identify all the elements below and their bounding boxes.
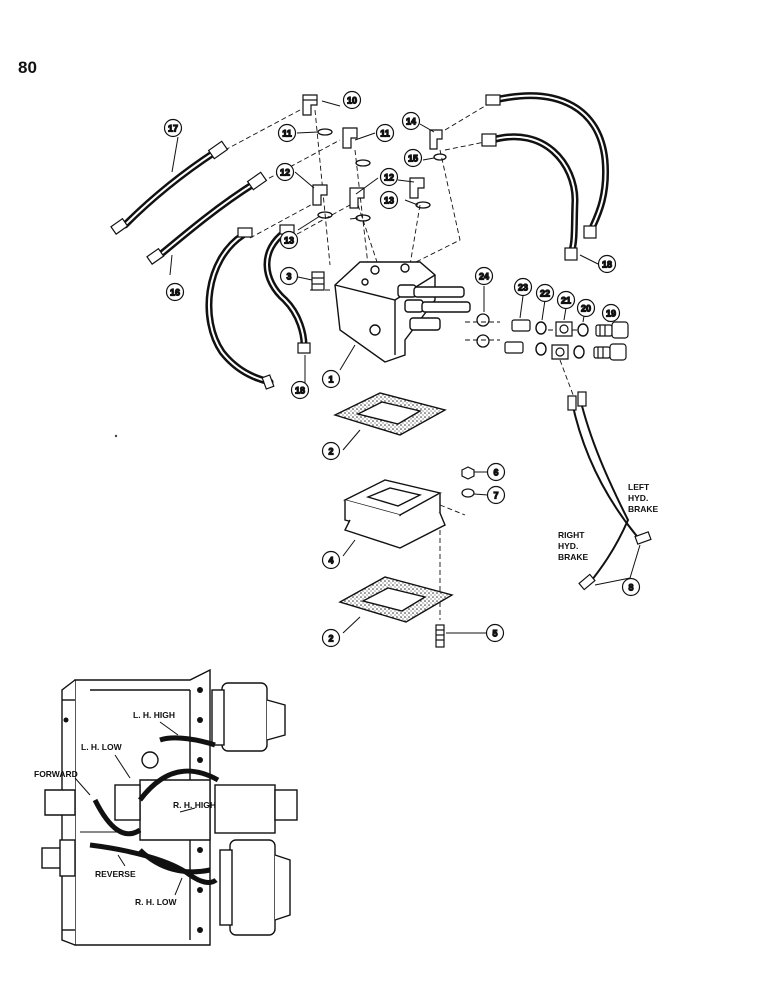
stud-5 [435,624,445,648]
washers-22 [535,321,547,356]
nut-6 [461,466,475,480]
svg-text:12: 12 [280,168,290,178]
callout-7: 7 [486,485,506,505]
callout-2-lower: 2 [321,628,341,648]
inset-leaders [74,721,196,896]
callout-23: 23 [513,277,533,297]
svg-text:21: 21 [561,296,571,306]
svg-text:16: 16 [170,288,180,298]
svg-text:1: 1 [328,375,333,385]
callout-4: 4 [321,550,341,570]
svg-text:2: 2 [328,447,333,457]
svg-text:6: 6 [493,468,498,478]
callouts: 1 2 2 3 4 5 6 7 8 10 11 11 12 12 13 13 1… [163,90,641,648]
brake-lines [567,391,652,591]
callout-21: 21 [556,290,576,310]
svg-text:11: 11 [380,129,390,139]
callout-19: 19 [601,303,621,323]
svg-text:10: 10 [347,96,357,106]
callout-11-right: 11 [375,123,395,143]
callout-13-right: 13 [379,190,399,210]
svg-text:18: 18 [295,386,305,396]
hose-18-left-a [205,227,275,390]
callout-5: 5 [485,623,505,643]
svg-text:4: 4 [328,556,333,566]
page-number: 80 [18,58,37,77]
svg-text:15: 15 [408,154,418,164]
callout-18-right: 18 [597,254,617,274]
callout-12-right: 12 [379,167,399,187]
hose-18-right-b [481,133,579,261]
svg-text:7: 7 [493,491,498,501]
svg-text:23: 23 [518,283,528,293]
svg-text:3: 3 [286,272,291,282]
callout-14: 14 [401,111,421,131]
transmission-inset [41,668,298,946]
callout-22: 22 [535,283,555,303]
label-right-hyd-brake: RIGHT HYD. BRAKE [558,530,589,562]
svg-text:2: 2 [328,634,333,644]
fitting-21 [551,321,573,360]
inset-labels: L. H. HIGH L. H. LOW FORWARD R. H. HIGH … [34,710,216,907]
valve-body [334,261,471,363]
label-rh-low: R. H. LOW [135,897,178,907]
svg-text:22: 22 [540,289,550,299]
svg-text:11: 11 [282,129,292,139]
callout-8: 8 [621,577,641,597]
callout-16: 16 [165,282,185,302]
svg-text:HYD.: HYD. [628,493,648,503]
fitting-23 [504,319,531,354]
label-forward: FORWARD [34,769,78,779]
callout-15: 15 [403,148,423,168]
svg-text:8: 8 [628,583,633,593]
callout-6: 6 [486,462,506,482]
stray-dot [114,434,118,438]
label-lh-low: L. H. LOW [81,742,123,752]
hose-18-left-b [263,224,311,354]
label-left-hyd-brake: LEFT HYD. BRAKE [628,482,659,514]
svg-text:BRAKE: BRAKE [628,504,659,514]
callout-18-left: 18 [290,380,310,400]
hose-17 [110,140,229,235]
washers-20 [573,323,589,359]
callout-3: 3 [279,266,299,286]
label-rh-high: R. H. HIGH [173,800,216,810]
callout-24: 24 [474,266,494,286]
callout-1: 1 [321,369,341,389]
washer-7 [461,488,475,498]
callout-2-upper: 2 [321,441,341,461]
svg-text:12: 12 [384,173,394,183]
fitting-3 [311,271,325,291]
hose-16 [146,171,268,265]
adapter-4 [343,479,446,549]
svg-text:18: 18 [602,260,612,270]
svg-text:19: 19 [606,309,616,319]
svg-text:14: 14 [406,117,416,127]
elbow-fittings [302,94,443,209]
callout-13-left: 13 [279,230,299,250]
hose-18-right-a [485,92,610,239]
fitting-19 [593,321,629,361]
svg-text:RIGHT: RIGHT [558,530,585,540]
svg-text:17: 17 [168,124,178,134]
seals-24 [476,313,490,348]
callout-17: 17 [163,118,183,138]
callout-20: 20 [576,298,596,318]
svg-text:20: 20 [581,304,591,314]
gasket-upper [333,392,447,436]
callout-12-left: 12 [275,162,295,182]
svg-text:BRAKE: BRAKE [558,552,589,562]
label-reverse: REVERSE [95,869,136,879]
svg-text:LEFT: LEFT [628,482,650,492]
svg-text:13: 13 [284,236,294,246]
svg-text:HYD.: HYD. [558,541,578,551]
callout-11-left: 11 [277,123,297,143]
svg-text:13: 13 [384,196,394,206]
label-lh-high: L. H. HIGH [133,710,175,720]
gasket-lower [338,576,454,623]
svg-text:24: 24 [479,272,489,282]
callout-10: 10 [342,90,362,110]
svg-text:5: 5 [492,629,497,639]
